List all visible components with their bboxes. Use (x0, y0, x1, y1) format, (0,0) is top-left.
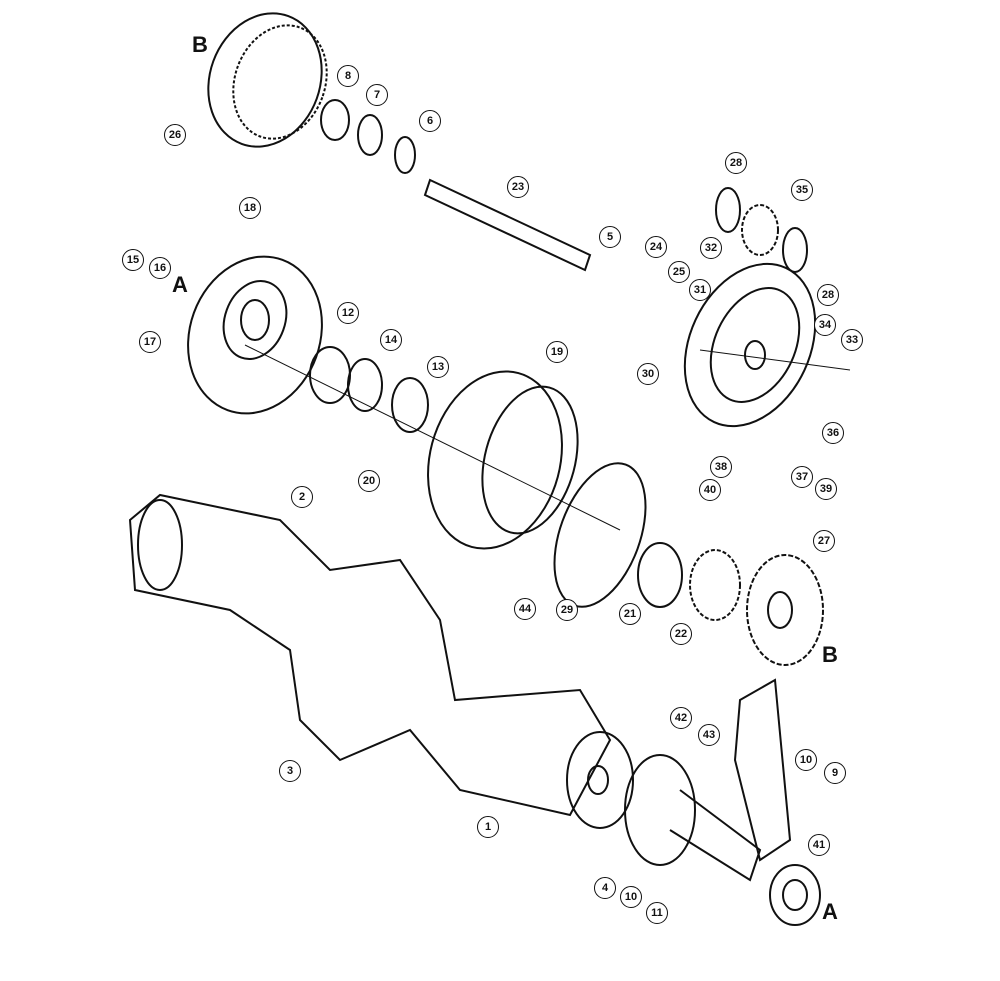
callout-2: 2 (291, 486, 313, 508)
callout-36: 36 (822, 422, 844, 444)
section-letter: A (172, 272, 188, 297)
callout-5: 5 (599, 226, 621, 248)
planet-gear (715, 187, 808, 273)
seal (769, 864, 821, 926)
callout-40: 40 (699, 479, 721, 501)
callout-29: 29 (556, 599, 578, 621)
callout-31: 31 (689, 279, 711, 301)
section-letter: B (822, 642, 838, 667)
callout-25: 25 (668, 261, 690, 283)
callout-7: 7 (366, 84, 388, 106)
callout-32: 32 (700, 237, 722, 259)
callout-1: 1 (477, 816, 499, 838)
section-letter: B (192, 32, 208, 57)
callout-12: 12 (337, 302, 359, 324)
callout-23: 23 (507, 176, 529, 198)
callout-26: 26 (164, 124, 186, 146)
callout-22: 22 (670, 623, 692, 645)
callout-8: 8 (337, 65, 359, 87)
callout-4: 4 (594, 877, 616, 899)
callout-42: 42 (670, 707, 692, 729)
callout-18: 18 (239, 197, 261, 219)
snap-rings (357, 114, 416, 174)
leader-lines (244, 344, 851, 531)
callout-3: 3 (279, 760, 301, 782)
spindle (624, 754, 762, 882)
callout-24: 24 (645, 236, 667, 258)
callout-10: 10 (795, 749, 817, 771)
callout-41: 41 (808, 834, 830, 856)
callout-33: 33 (841, 329, 863, 351)
ring-gear (207, 12, 328, 148)
callout-21: 21 (619, 603, 641, 625)
callout-30: 30 (637, 363, 659, 385)
callout-28: 28 (725, 152, 747, 174)
brake-disc (187, 255, 323, 415)
callout-37: 37 (791, 466, 813, 488)
bearing-cone (637, 542, 741, 621)
bearings (309, 346, 429, 433)
callout-11: 11 (646, 902, 668, 924)
callout-16: 16 (149, 257, 171, 279)
callout-38: 38 (710, 456, 732, 478)
callout-14: 14 (380, 329, 402, 351)
callout-15: 15 (122, 249, 144, 271)
callout-6: 6 (419, 110, 441, 132)
section-letter: A (822, 899, 838, 924)
callout-44: 44 (514, 598, 536, 620)
callout-17: 17 (139, 331, 161, 353)
bracket (733, 678, 792, 862)
planet-bearing (320, 99, 350, 141)
sun-gear (746, 554, 824, 666)
hub-housing (427, 370, 579, 550)
callout-43: 43 (698, 724, 720, 746)
seal-ring (553, 462, 647, 608)
callout-9: 9 (824, 762, 846, 784)
callout-10: 10 (620, 886, 642, 908)
callout-39: 39 (815, 478, 837, 500)
callout-13: 13 (427, 356, 449, 378)
callout-35: 35 (791, 179, 813, 201)
callout-20: 20 (358, 470, 380, 492)
callout-28: 28 (817, 284, 839, 306)
callout-27: 27 (813, 530, 835, 552)
callout-19: 19 (546, 341, 568, 363)
axle-housing (128, 493, 634, 829)
shaft (423, 178, 592, 272)
callout-34: 34 (814, 314, 836, 336)
